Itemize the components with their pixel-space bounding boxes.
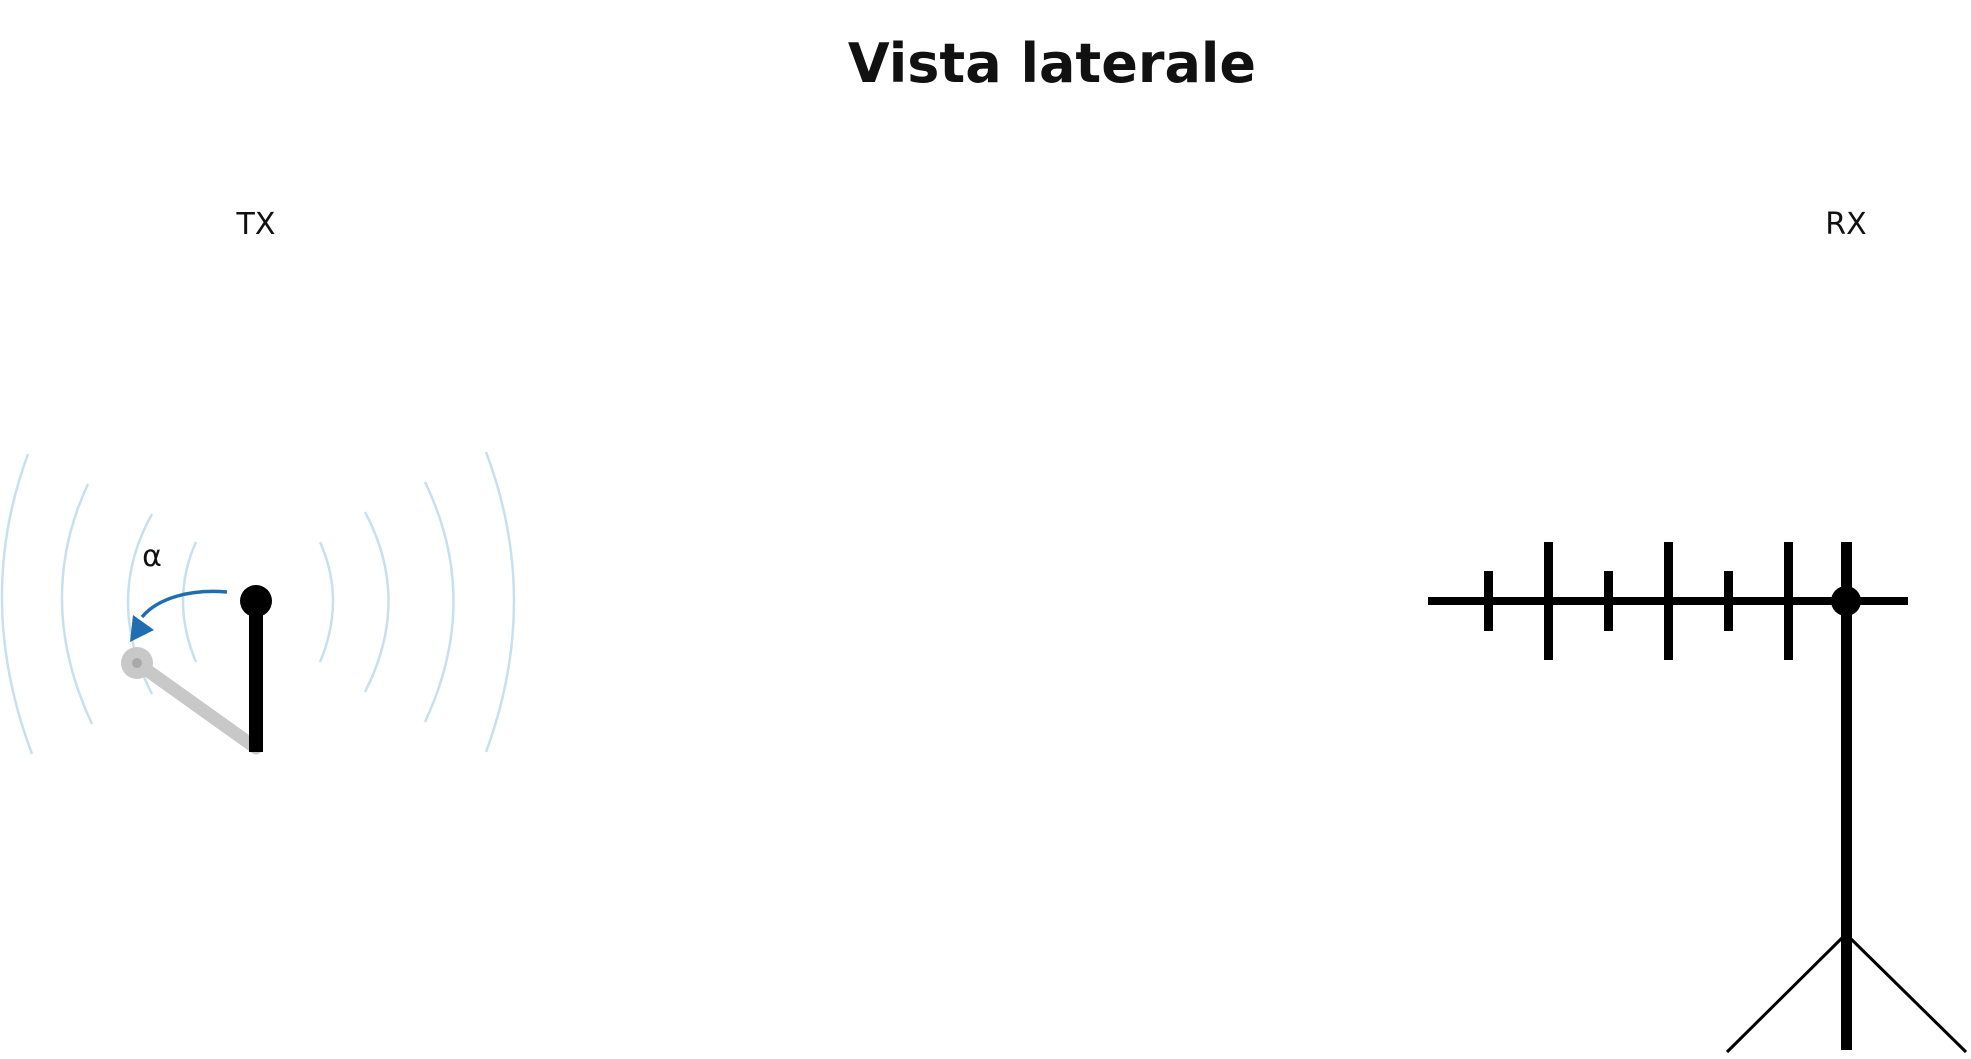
yagi-element-6 [1784, 542, 1793, 660]
rotation-arc [140, 589, 228, 619]
wave-left-3 [60, 483, 94, 725]
yagi-element-4 [1664, 542, 1673, 660]
tx-tip [240, 585, 272, 617]
rx-label: RX [1825, 207, 1866, 242]
tripod-leg-right [1844, 932, 1968, 1054]
wave-right-1 [318, 541, 335, 663]
wave-right-2 [363, 511, 390, 693]
ghost-tip-center [132, 658, 142, 668]
yagi-element-2 [1544, 542, 1553, 660]
rx-pivot [1831, 586, 1861, 616]
rotation-angle-label: α [142, 539, 162, 574]
yagi-element-1 [1484, 571, 1493, 631]
ghost-rod [130, 656, 263, 755]
tx-antenna [240, 585, 272, 752]
wave-right-4 [484, 451, 516, 753]
tx-mast [249, 600, 263, 752]
tx-ghost-antenna [121, 647, 263, 755]
tx-wave-fronts [0, 451, 516, 755]
wave-right-3 [423, 481, 455, 723]
rx-yagi-antenna [1428, 542, 1968, 1054]
arrowhead-icon [130, 615, 154, 642]
wave-left-4 [0, 453, 34, 755]
tripod-leg-left [1725, 932, 1848, 1054]
rotation-arrow [130, 589, 228, 642]
yagi-element-5 [1724, 571, 1733, 631]
page-title: Vista laterale [848, 32, 1256, 95]
yagi-element-3 [1604, 571, 1613, 631]
wave-left-1 [181, 541, 198, 663]
rx-mast [1841, 542, 1852, 1050]
tx-label: TX [236, 207, 276, 242]
